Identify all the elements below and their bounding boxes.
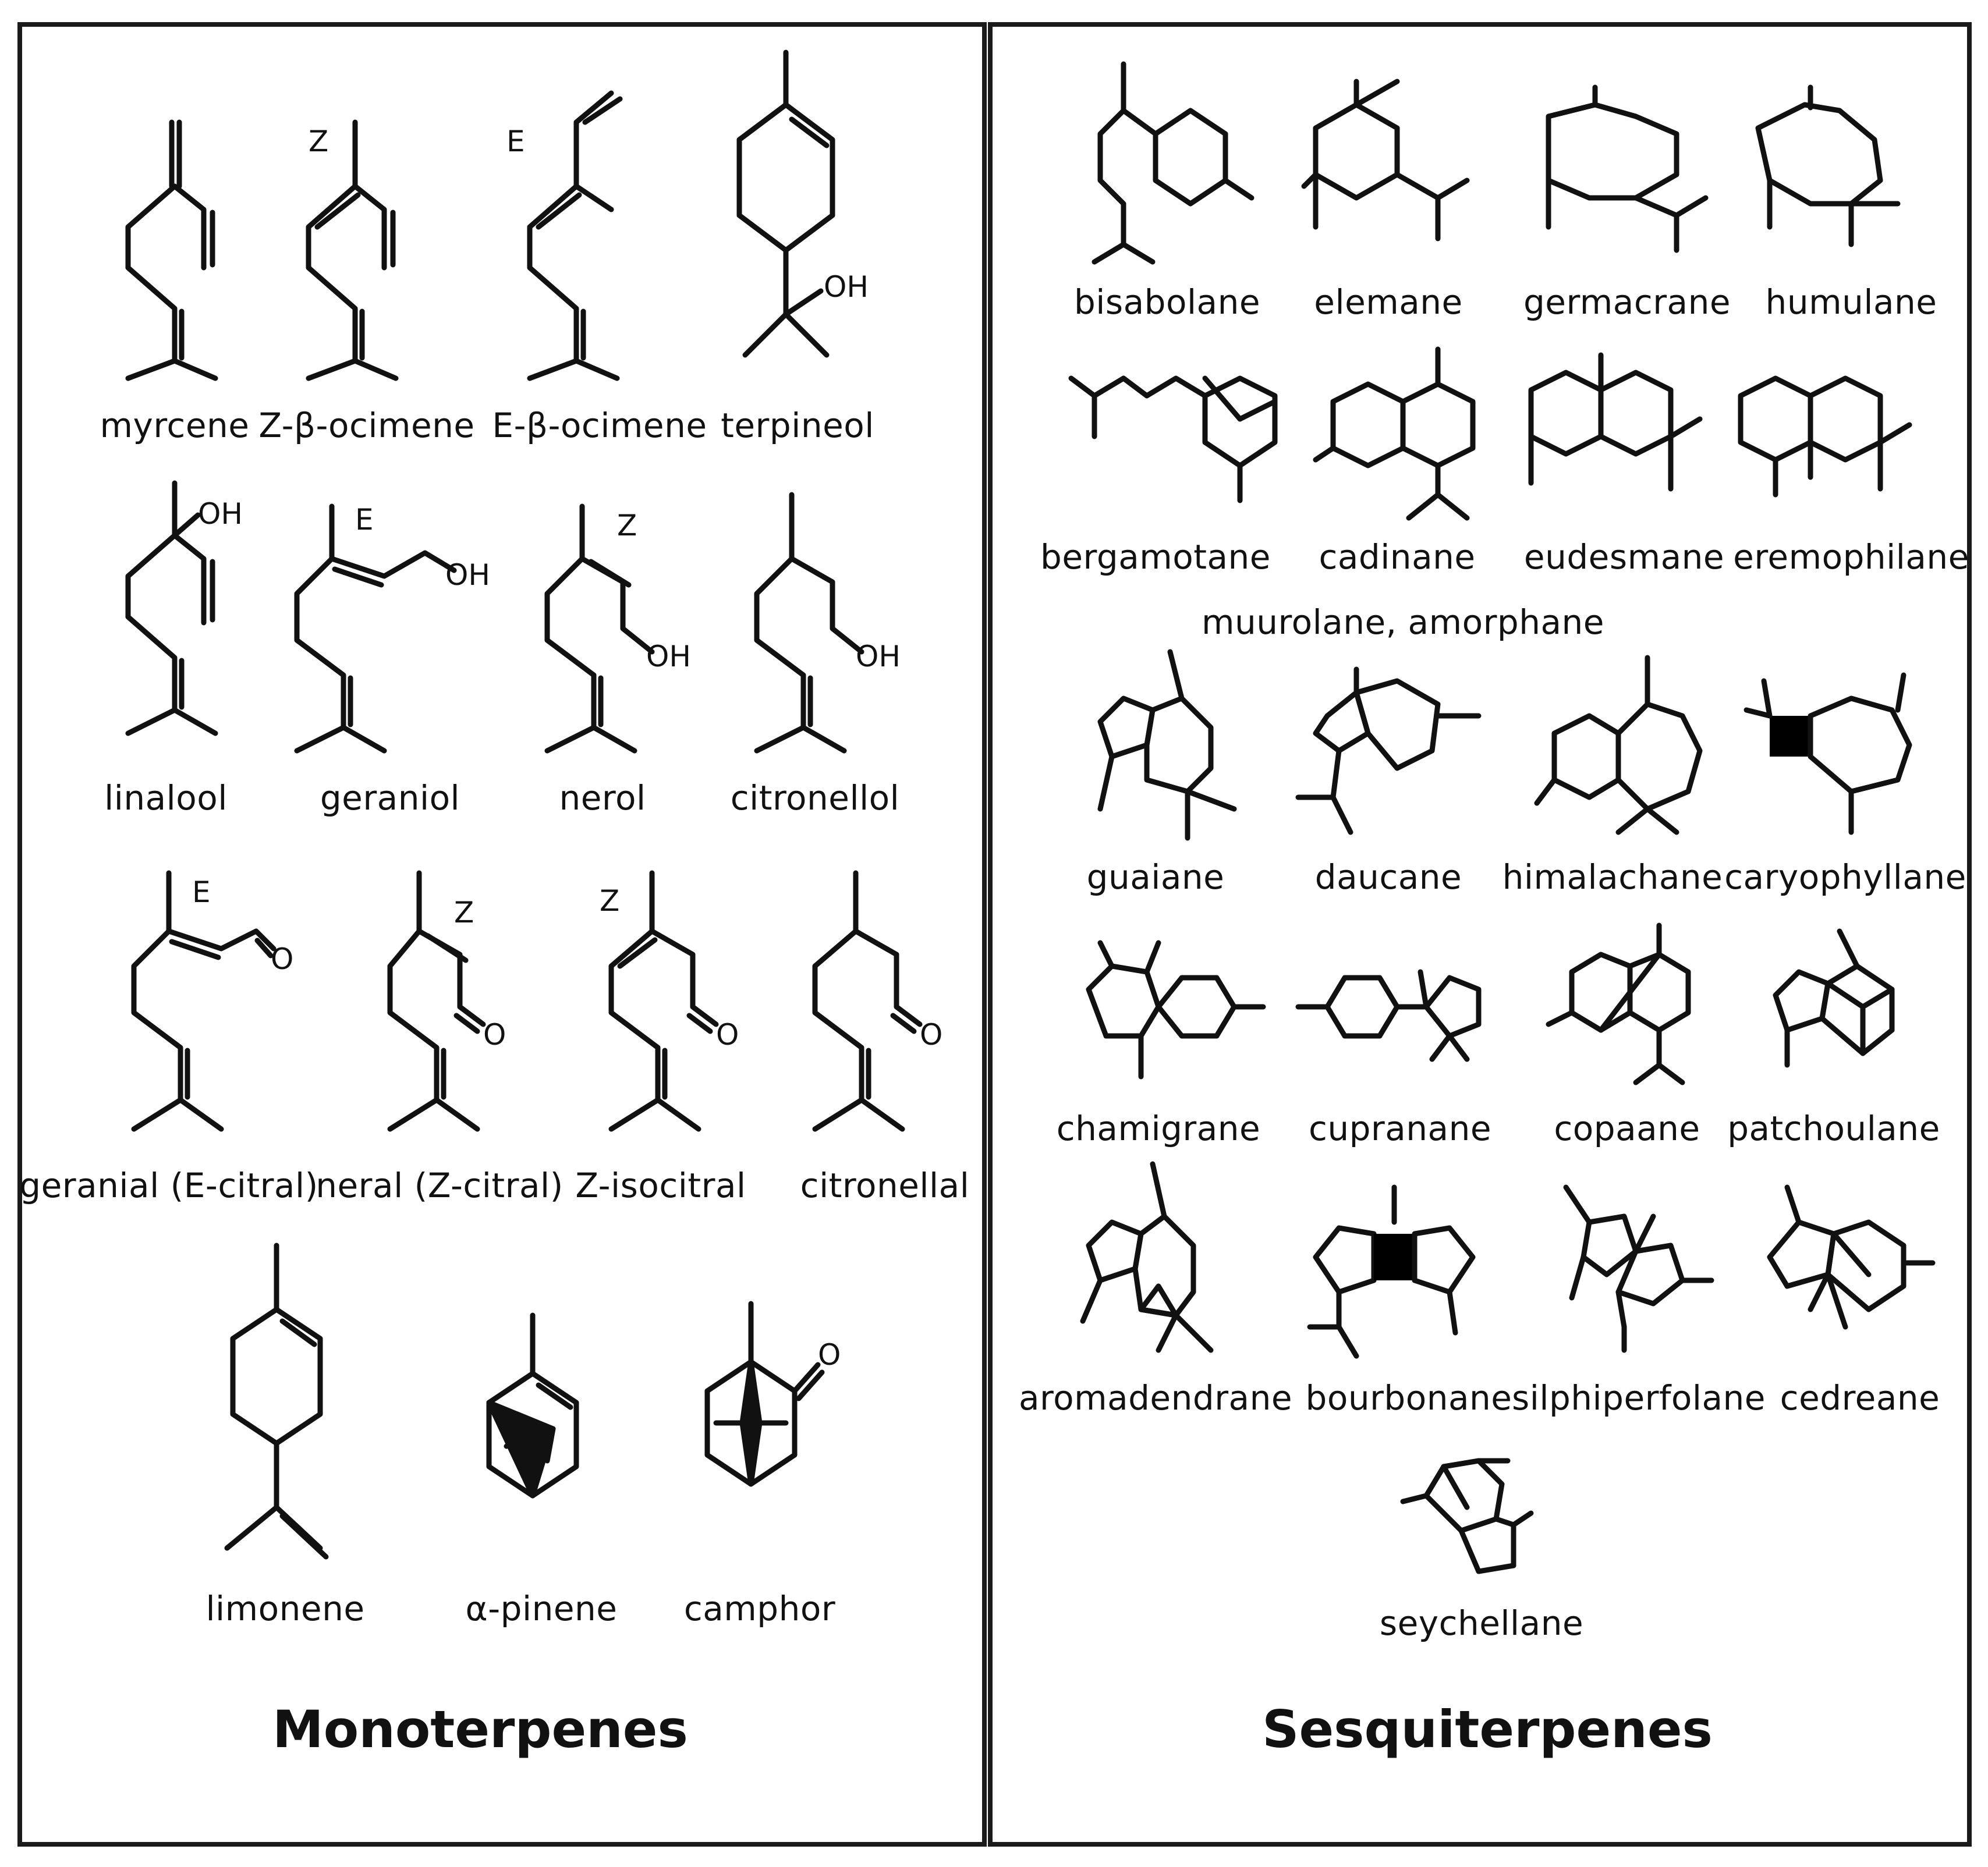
structure-cedreane xyxy=(1752,1176,1950,1364)
structure-elemane xyxy=(1298,76,1496,264)
svg-text:OH: OH xyxy=(198,497,243,531)
structure-citronellol: OH xyxy=(745,489,920,759)
label-bergamotane: bergamotane xyxy=(1040,537,1271,577)
structure-eremophilane xyxy=(1735,361,1933,514)
label-neral: neral (Z-citral) xyxy=(316,1166,564,1205)
structure-seychellane xyxy=(1391,1426,1560,1603)
structure-z-ocimene: Z xyxy=(297,116,413,392)
structure-bergamotane xyxy=(1059,355,1292,520)
label-geraniol: geraniol xyxy=(320,778,460,818)
label-daucane: daucane xyxy=(1314,857,1462,897)
structure-guaiane xyxy=(1083,646,1275,858)
svg-text:Z: Z xyxy=(309,125,328,158)
structure-humulane xyxy=(1746,81,1921,258)
label-terpineol: terpineol xyxy=(721,406,874,445)
monoterpenes-title: Monoterpenes xyxy=(272,1699,688,1759)
structure-himalachane xyxy=(1531,652,1729,852)
label-citronellol: citronellol xyxy=(730,778,900,818)
label-e-ocimene: E-β-ocimene xyxy=(492,406,707,445)
label-aromadendrane: aromadendrane xyxy=(1018,1378,1293,1418)
label-germacrane: germacrane xyxy=(1523,282,1731,322)
structure-alpha-pinene xyxy=(477,1309,594,1533)
structure-chamigrane xyxy=(1077,931,1275,1096)
label-camphor: camphor xyxy=(683,1589,836,1628)
svg-text:O: O xyxy=(716,1018,739,1052)
structure-daucane xyxy=(1287,663,1496,840)
structure-citronellal: O xyxy=(803,867,978,1143)
svg-text:E: E xyxy=(192,875,211,909)
svg-text:O: O xyxy=(271,942,293,976)
label-myrcene: myrcene xyxy=(100,406,250,445)
svg-text:E: E xyxy=(355,503,374,537)
structure-copaane xyxy=(1537,920,1723,1108)
label-alpha-pinene: α-pinene xyxy=(465,1589,618,1628)
label-eremophilane: eremophilane xyxy=(1733,537,1969,577)
label-cupranane: cupranane xyxy=(1308,1109,1492,1148)
structure-bisabolane xyxy=(1083,58,1275,265)
structure-cupranane xyxy=(1287,943,1496,1085)
svg-text:O: O xyxy=(818,1338,841,1372)
structure-bourbonane xyxy=(1298,1176,1496,1364)
label-cadinane: cadinane xyxy=(1319,537,1476,577)
sesquiterpenes-panel xyxy=(988,22,1972,1847)
sesquiterpenes-title: Sesquiterpenes xyxy=(1262,1699,1713,1759)
label-bisabolane: bisabolane xyxy=(1073,282,1261,322)
svg-text:O: O xyxy=(483,1018,506,1052)
structure-patchoulane xyxy=(1752,925,1927,1102)
structure-geranial: E O xyxy=(122,867,309,1143)
label-guaiane: guaiane xyxy=(1086,857,1225,897)
label-caryophyllane: caryophyllane xyxy=(1724,857,1966,897)
svg-text:Z: Z xyxy=(617,509,637,542)
structure-nerol: Z OH xyxy=(536,501,710,759)
label-copaane: copaane xyxy=(1554,1109,1700,1148)
structure-camphor: O xyxy=(693,1298,844,1521)
label-citronellal: citronellal xyxy=(800,1166,970,1205)
svg-text:OH: OH xyxy=(856,640,901,673)
label-chamigrane: chamigrane xyxy=(1056,1109,1261,1148)
structure-caryophyllane xyxy=(1735,663,1933,852)
svg-text:Z: Z xyxy=(454,896,474,929)
label-himalachane: himalachane xyxy=(1502,857,1723,897)
label-humulane: humulane xyxy=(1765,282,1937,322)
structure-neral: Z O xyxy=(378,867,553,1143)
structure-e-ocimene: E xyxy=(506,87,635,392)
label-z-ocimene: Z-β-ocimene xyxy=(258,406,475,445)
svg-text:OH: OH xyxy=(824,270,869,304)
structure-silphiperfolane xyxy=(1548,1176,1735,1370)
structure-myrcene xyxy=(116,116,233,392)
structure-germacrane xyxy=(1525,81,1723,258)
label-nerol: nerol xyxy=(559,778,646,818)
structure-limonene xyxy=(221,1240,349,1568)
label-seychellane: seychellane xyxy=(1379,1603,1584,1643)
label-cadinane-note: muurolane, amorphane xyxy=(1202,602,1604,642)
structure-z-isocitral: Z O xyxy=(600,867,774,1143)
structure-aromadendrane xyxy=(1071,1158,1257,1370)
svg-text:Z: Z xyxy=(600,884,619,918)
structure-linalool: OH xyxy=(116,477,268,759)
svg-text:OH: OH xyxy=(646,640,691,673)
label-silphiperfolane: silphiperfolane xyxy=(1512,1378,1766,1418)
label-z-isocitral: Z-isocitral xyxy=(575,1166,746,1205)
label-linalool: linalool xyxy=(104,778,228,818)
label-elemane: elemane xyxy=(1314,282,1463,322)
structure-cadinane xyxy=(1310,338,1496,532)
label-cedreane: cedreane xyxy=(1780,1378,1940,1418)
structure-geraniol: E OH xyxy=(285,501,506,759)
svg-text:O: O xyxy=(920,1018,942,1052)
label-bourbonane: bourbonane xyxy=(1305,1378,1512,1418)
structure-terpineol: OH xyxy=(716,47,891,386)
label-patchoulane: patchoulane xyxy=(1727,1109,1940,1148)
label-limonene: limonene xyxy=(205,1589,365,1628)
label-eudesmane: eudesmane xyxy=(1523,537,1725,577)
svg-text:E: E xyxy=(506,125,525,158)
structure-eudesmane xyxy=(1525,349,1723,514)
label-geranial: geranial (E-citral) xyxy=(19,1166,318,1205)
svg-text:OH: OH xyxy=(445,558,490,592)
